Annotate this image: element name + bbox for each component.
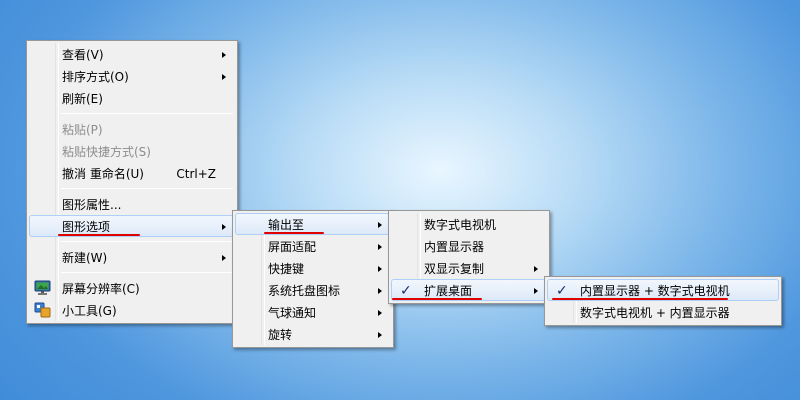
red-underline-annotation <box>552 298 728 300</box>
graphics-options-submenu: 输出至 屏面适配 快捷键 系统托盘图标 气球通知 旋转 <box>232 210 394 348</box>
menu-item-panel-fit[interactable]: 屏面适配 <box>235 235 391 257</box>
extended-desktop-submenu: ✓ 内置显示器 + 数字式电视机 数字式电视机 + 内置显示器 <box>544 276 782 326</box>
menu-item-label: 小工具(G) <box>62 304 117 318</box>
menu-item-label: 扩展桌面 <box>424 284 473 298</box>
menu-separator <box>61 113 233 114</box>
menu-item-view[interactable]: 查看(V) <box>29 43 235 65</box>
menu-item-output-to[interactable]: 输出至 <box>235 213 391 235</box>
menu-separator <box>61 241 233 242</box>
menu-item-screen-resolution[interactable]: 屏幕分辨率(C) <box>29 277 235 299</box>
menu-item-undo-rename[interactable]: 撤消 重命名(U) Ctrl+Z <box>29 162 235 184</box>
menu-item-label: 新建(W) <box>62 251 108 265</box>
menu-item-paste-shortcut[interactable]: 粘贴快捷方式(S) <box>29 140 235 162</box>
menu-item-label: 屏幕分辨率(C) <box>62 282 140 296</box>
menu-item-tv-plus-builtin[interactable]: 数字式电视机 + 内置显示器 <box>547 301 779 323</box>
red-underline-annotation <box>58 234 140 236</box>
output-to-submenu: 数字式电视机 内置显示器 双显示复制 ✓ 扩展桌面 <box>388 210 550 304</box>
menu-item-label: 内置显示器 <box>424 240 485 254</box>
menu-item-dual-clone[interactable]: 双显示复制 <box>391 257 547 279</box>
menu-item-graphics-options[interactable]: 图形选项 <box>29 215 235 237</box>
menu-item-label: 内置显示器 + 数字式电视机 <box>580 284 730 298</box>
gadgets-icon <box>34 302 51 318</box>
menu-item-gadgets[interactable]: 小工具(G) <box>29 299 235 321</box>
submenu-arrow-icon <box>222 224 226 230</box>
menu-separator <box>61 272 233 273</box>
red-underline-annotation <box>392 298 482 300</box>
submenu-arrow-icon <box>378 222 382 228</box>
menu-item-label: 气球通知 <box>268 306 317 320</box>
menu-item-label: 撤消 重命名(U) <box>62 167 144 181</box>
menu-item-refresh[interactable]: 刷新(E) <box>29 87 235 109</box>
submenu-arrow-icon <box>222 74 226 80</box>
menu-item-label: 数字式电视机 + 内置显示器 <box>580 306 730 320</box>
desktop-context-menu: 查看(V) 排序方式(O) 刷新(E) 粘贴(P) 粘贴快捷方式(S) 撤消 重… <box>26 40 238 324</box>
menu-item-shortcut: Ctrl+Z <box>176 167 216 181</box>
monitor-icon <box>34 280 51 295</box>
submenu-arrow-icon <box>378 244 382 250</box>
submenu-arrow-icon <box>378 288 382 294</box>
submenu-arrow-icon <box>222 52 226 58</box>
menu-item-rotate[interactable]: 旋转 <box>235 323 391 345</box>
menu-item-digital-tv[interactable]: 数字式电视机 <box>391 213 547 235</box>
menu-item-label: 查看(V) <box>62 48 104 62</box>
submenu-arrow-icon <box>378 332 382 338</box>
menu-item-label: 输出至 <box>268 218 305 232</box>
menu-item-builtin-display[interactable]: 内置显示器 <box>391 235 547 257</box>
menu-item-label: 双显示复制 <box>424 262 485 276</box>
menu-item-label: 数字式电视机 <box>424 218 497 232</box>
checkmark-icon: ✓ <box>400 283 412 299</box>
menu-item-label: 图形选项 <box>62 220 111 234</box>
menu-item-label: 粘贴快捷方式(S) <box>62 145 151 159</box>
menu-item-sort[interactable]: 排序方式(O) <box>29 65 235 87</box>
menu-item-new[interactable]: 新建(W) <box>29 246 235 268</box>
menu-item-extended-desktop[interactable]: ✓ 扩展桌面 <box>391 279 547 301</box>
menu-item-label: 系统托盘图标 <box>268 284 341 298</box>
submenu-arrow-icon <box>534 266 538 272</box>
menu-item-label: 快捷键 <box>268 262 305 276</box>
menu-separator <box>61 188 233 189</box>
menu-item-paste[interactable]: 粘贴(P) <box>29 118 235 140</box>
menu-item-hotkeys[interactable]: 快捷键 <box>235 257 391 279</box>
menu-item-label: 屏面适配 <box>268 240 317 254</box>
menu-item-label: 图形属性... <box>62 198 122 212</box>
checkmark-icon: ✓ <box>556 283 568 299</box>
menu-item-builtin-plus-tv[interactable]: ✓ 内置显示器 + 数字式电视机 <box>547 279 779 301</box>
menu-item-tray-icon[interactable]: 系统托盘图标 <box>235 279 391 301</box>
submenu-arrow-icon <box>534 288 538 294</box>
menu-item-label: 刷新(E) <box>62 92 103 106</box>
submenu-arrow-icon <box>378 310 382 316</box>
submenu-arrow-icon <box>222 255 226 261</box>
menu-item-balloon-notify[interactable]: 气球通知 <box>235 301 391 323</box>
menu-item-label: 粘贴(P) <box>62 123 103 137</box>
menu-item-label: 旋转 <box>268 328 293 342</box>
submenu-arrow-icon <box>378 266 382 272</box>
menu-item-graphics-properties[interactable]: 图形属性... <box>29 193 235 215</box>
menu-item-label: 排序方式(O) <box>62 70 129 84</box>
red-underline-annotation <box>264 232 324 234</box>
